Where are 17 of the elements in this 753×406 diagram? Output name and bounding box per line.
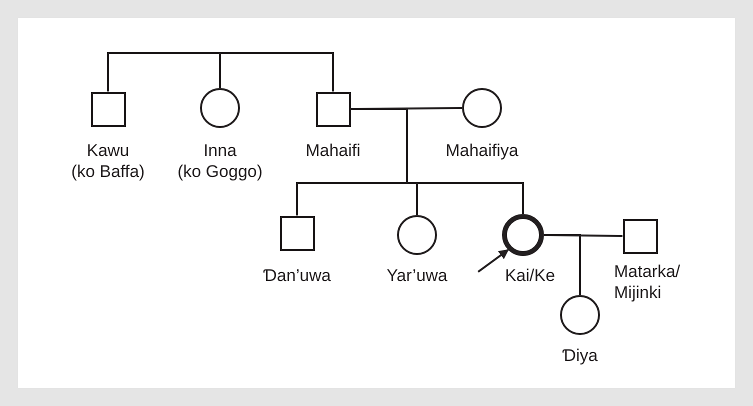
person-name: Kawu (ko Baffa) [70,140,146,182]
pedigree-line [107,52,221,92]
person-name: Yar’uwa [386,265,448,286]
person-name: Matarka/ Mijinki [614,261,682,303]
person-name: Mahaifi [304,140,362,161]
person-name: Ɗan’uwa [262,265,332,286]
square-symbol [622,218,658,254]
pedigree-line [544,234,581,295]
pedigree-line [219,52,334,92]
square-symbol [90,92,126,126]
square-symbol [316,92,350,126]
person-name: Mahaifiya [444,140,520,161]
proband-arrow [478,249,509,273]
square-symbol [280,216,314,250]
person-name: Inna (ko Goggo) [176,140,264,182]
person-name: Kai/Ke [504,265,556,286]
person-name: Ɗiya [561,345,599,366]
